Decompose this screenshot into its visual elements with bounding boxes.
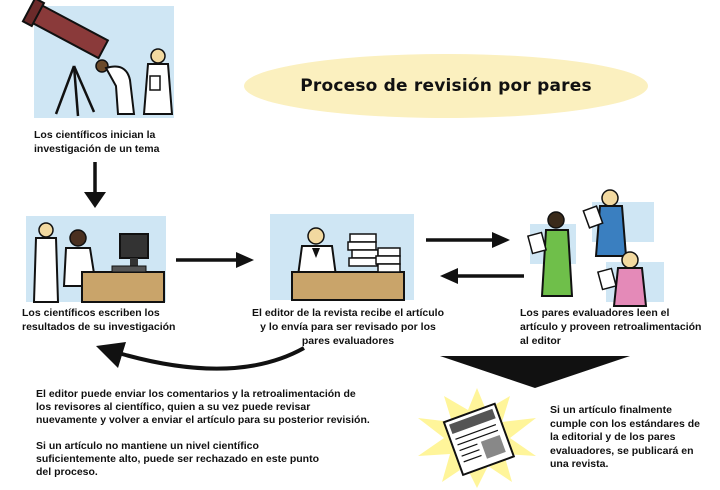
editor-note-1: El editor puede enviar los comentarios y… — [36, 388, 370, 426]
title-ellipse: Proceso de revisión por pares — [244, 54, 648, 118]
step4-caption: Los pares evaluadores leen el artículo y… — [520, 307, 702, 347]
journal-icon — [418, 388, 536, 488]
publication-arrow — [440, 356, 630, 388]
step1-caption: Los científicos inician la investigación… — [34, 129, 160, 155]
step2-caption: Los científicos escriben los resultados … — [22, 307, 176, 333]
editor-papers-icon — [291, 227, 405, 301]
curved-return-arrow — [96, 342, 305, 371]
reviewers-icon — [526, 189, 648, 307]
down-arrow — [84, 162, 106, 208]
step3-caption: El editor de la revista recibe el artícu… — [252, 307, 444, 347]
telescope-scientists-icon — [21, 0, 174, 117]
diagram-title: Proceso de revisión por pares — [300, 76, 592, 96]
right-arrow-step3-step4 — [426, 232, 510, 248]
step5-caption: Si un artículo finalmente cumple con los… — [550, 404, 700, 470]
editor-note-2: Si un artículo no mantiene un nivel cien… — [36, 440, 319, 478]
writing-scientist-icon — [32, 222, 165, 303]
left-arrow-step4-step3 — [440, 268, 524, 284]
right-arrow-step2-step3 — [176, 252, 254, 268]
